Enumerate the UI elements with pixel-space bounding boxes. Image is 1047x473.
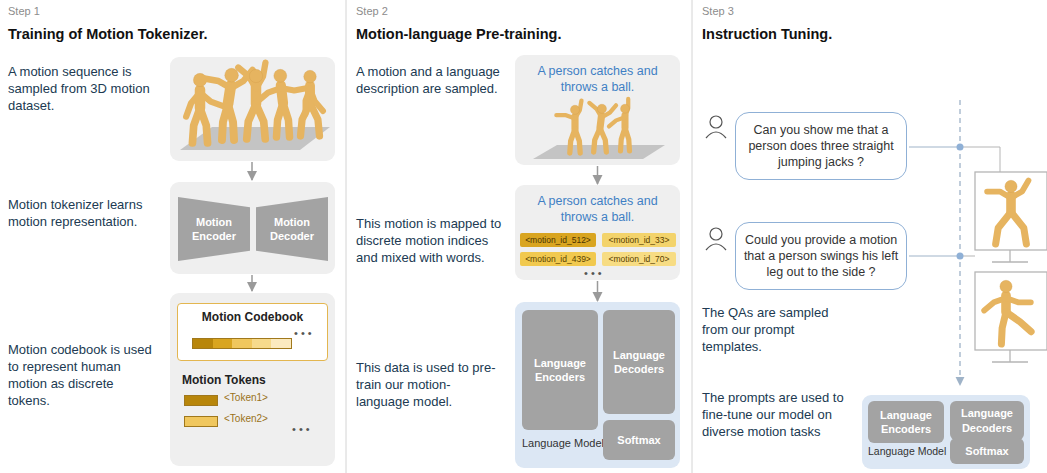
leader-line	[1000, 147, 1001, 172]
chat-bubble: Could you provide a motion that a person…	[735, 222, 907, 290]
motion-token: <motion_id_70>	[602, 252, 676, 266]
ellipsis: • • •	[292, 422, 310, 436]
leader-line	[909, 147, 960, 148]
trapezoid-outline	[256, 197, 328, 261]
node-text: Language Decoders	[607, 348, 671, 376]
motion-token: <motion_id_33>	[602, 233, 676, 247]
step-description: The prompts are used to fine-tune our mo…	[702, 390, 850, 441]
node-text: Could you provide a motion that a person…	[743, 232, 899, 280]
leader-line	[960, 147, 1000, 148]
motion-token: <motion_id_512>	[520, 233, 596, 247]
timeline-dot	[957, 253, 964, 260]
panel-text: Language Model	[868, 445, 944, 458]
ellipsis: • • •	[584, 266, 602, 280]
trapezoid-outline	[178, 197, 250, 261]
node-text: <motion_id_70>	[609, 254, 670, 265]
node-text: Can you show me that a person does three…	[743, 122, 899, 170]
step-description: A motion sequence is sampled from 3D mot…	[8, 64, 156, 115]
ellipsis: • • •	[294, 326, 312, 340]
column-separator	[346, 0, 347, 473]
caption-panel: A person catches and throws a ball.	[515, 55, 680, 165]
node-text: A person catches and throws a ball.	[523, 63, 672, 95]
flow-arrow	[251, 162, 253, 180]
decoder-trapezoid: Motion Decoder	[256, 197, 328, 261]
step-description: Motion codebook is used to represent hum…	[8, 342, 156, 410]
node-text: Motion Encoder	[182, 215, 246, 243]
language-model-panel: Language Model Language Encoders Language …	[862, 395, 1030, 469]
node-text: Language Decoders	[954, 406, 1020, 434]
human-figure	[987, 180, 1028, 244]
node-text: Softmax	[965, 444, 1008, 458]
encoder-trapezoid: Motion Encoder	[178, 197, 250, 261]
node-text: <motion_id_512>	[525, 235, 591, 246]
step-heading: Instruction Tuning.	[702, 25, 832, 44]
user-icon	[706, 116, 726, 138]
human-figure	[984, 280, 1031, 344]
step-heading: Training of Motion Tokenizer.	[8, 25, 208, 44]
codebook-panel: Motion Tokens <Token1> <Token2> Motion Code…	[170, 293, 335, 466]
panel-text: Motion Tokens	[182, 373, 266, 388]
node-text: A person catches and throws a ball.	[523, 193, 672, 225]
step-description: The QAs are sampled from our prompt temp…	[702, 305, 850, 356]
flow-arrow	[597, 281, 599, 301]
panel-text: Language Model	[522, 436, 598, 450]
motion-figure-panel	[170, 57, 335, 161]
token-panel: A person catches and throws a ball. <moti…	[515, 185, 680, 280]
language-model-panel: Language Model Language Encoders Language …	[515, 302, 680, 468]
node-text: Softmax	[617, 433, 660, 447]
node-text: Motion Decoder	[260, 215, 324, 243]
node-text: Language Encoders	[526, 356, 594, 384]
panel-text: <Token1>	[224, 392, 268, 405]
human-figure	[556, 101, 581, 153]
node-text: Motion Codebook	[202, 310, 303, 325]
token-swatch	[184, 395, 218, 406]
model-block: Language Encoders	[522, 310, 598, 430]
step-description: This data is used to pre-train our motio…	[356, 360, 504, 411]
model-block: Language Encoders	[868, 401, 944, 443]
monitor-screen	[975, 272, 1047, 362]
step-description: This motion is mapped to discrete motion…	[356, 216, 504, 267]
model-block: Language Decoders	[950, 401, 1024, 440]
floor-plane	[180, 127, 330, 150]
human-figure	[609, 99, 630, 151]
timeline-dot	[957, 144, 964, 151]
step-description: A motion and a language description are …	[356, 64, 504, 98]
timeline	[959, 100, 960, 385]
motion-token: <motion_id_439>	[520, 252, 596, 266]
step-heading: Motion-language Pre-training.	[356, 25, 561, 44]
node-text: <motion_id_33>	[609, 235, 670, 246]
panel-text: <Token2>	[224, 413, 268, 426]
column-separator	[692, 0, 693, 473]
model-block: Language Decoders	[603, 310, 675, 414]
model-block: Softmax	[950, 438, 1024, 464]
monitor-screen	[975, 172, 1047, 262]
human-figure	[589, 103, 616, 152]
step-label: Step 3	[702, 4, 734, 18]
user-icon	[706, 228, 726, 250]
node-text: <motion_id_439>	[525, 254, 591, 265]
model-block: Softmax	[603, 420, 675, 460]
step-label: Step 1	[8, 4, 40, 18]
step-description: Motion tokenizer learns motion represent…	[8, 197, 156, 231]
human-figure	[300, 70, 323, 136]
flow-arrow	[251, 275, 253, 291]
chat-bubble: Can you show me that a person does three…	[735, 112, 907, 180]
token-swatch	[184, 416, 218, 427]
tokenizer-panel	[170, 182, 335, 274]
codebook-bar	[192, 338, 292, 349]
node-text: Language Encoders	[872, 408, 940, 436]
step-label: Step 2	[356, 4, 388, 18]
leader-line	[909, 256, 960, 257]
flow-arrow	[597, 166, 599, 184]
